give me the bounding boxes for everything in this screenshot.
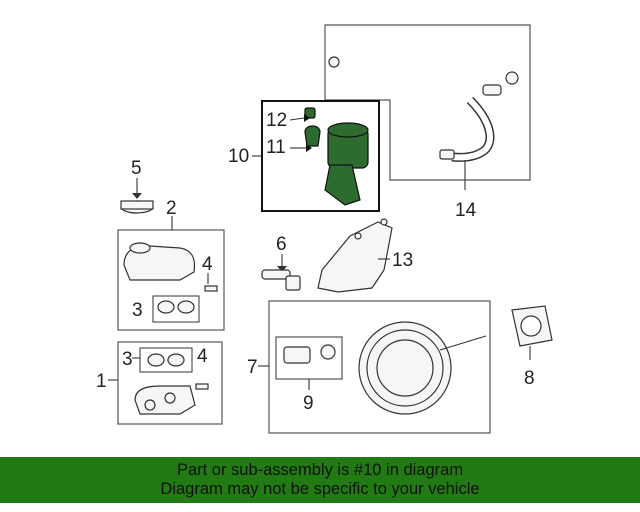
hose-clamp	[482, 84, 502, 96]
pump-panel	[252, 100, 380, 212]
callout-4a: 4	[202, 254, 213, 275]
booster-gasket	[511, 305, 553, 360]
callout-8: 8	[524, 368, 535, 389]
callout-14: 14	[455, 200, 477, 221]
vacuum-sensor	[261, 254, 301, 291]
callout-9: 9	[303, 393, 314, 414]
master-cylinder-panel	[108, 341, 223, 425]
callout-5: 5	[131, 158, 142, 179]
parts-diagram: 14 12 11 10 5 2 4 3	[96, 24, 553, 434]
callout-2: 2	[166, 198, 177, 219]
callout-6: 6	[276, 234, 287, 255]
reservoir-cap	[120, 178, 154, 214]
callout-12: 12	[266, 110, 287, 131]
callout-3a: 3	[132, 300, 143, 321]
callout-1: 1	[96, 371, 107, 392]
reservoir-panel	[117, 216, 225, 331]
banner-line-2: Diagram may not be specific to your vehi…	[160, 480, 480, 498]
pump-bracket-13	[317, 218, 393, 293]
callout-13: 13	[392, 250, 413, 271]
callout-3b: 3	[122, 349, 133, 370]
callout-4b: 4	[197, 346, 208, 367]
booster-panel	[258, 300, 491, 434]
hose-panel	[324, 24, 531, 190]
callout-10: 10	[228, 146, 249, 167]
banner-line-1: Part or sub-assembly is #10 in diagram	[176, 461, 464, 479]
pump-bracket	[324, 164, 361, 206]
callout-11: 11	[266, 137, 286, 158]
callout-7: 7	[247, 357, 258, 378]
hose-clamp-ring	[505, 71, 519, 85]
info-banner: Part or sub-assembly is #10 in diagram D…	[0, 457, 640, 503]
